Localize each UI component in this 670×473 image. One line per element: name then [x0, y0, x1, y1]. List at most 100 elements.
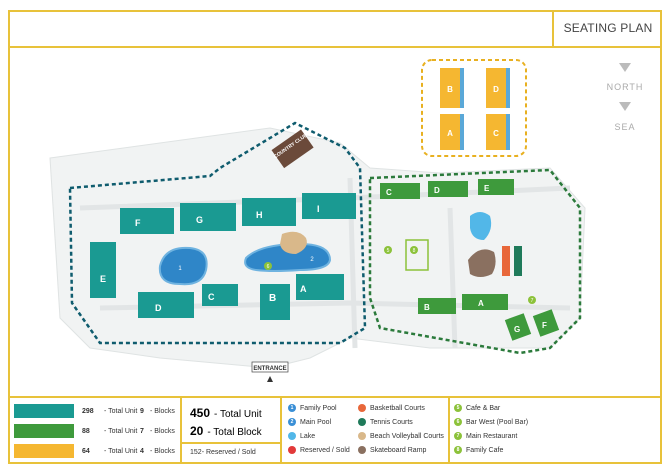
teal-block-h[interactable]: [242, 198, 296, 226]
reserved-count: 152- Reserved / Sold: [190, 449, 256, 456]
yellow-block-d-label: D: [493, 85, 499, 94]
teal-block-h-label: H: [256, 210, 263, 220]
main-restaurant-icon: 7: [454, 432, 462, 440]
reserved-value: 152: [190, 449, 202, 456]
teal-block-e[interactable]: [90, 242, 116, 298]
sea-label: SEA: [614, 122, 635, 132]
teal-block-a[interactable]: [296, 274, 344, 300]
yellow-block-d-accent: [506, 68, 510, 108]
yellow-block-a[interactable]: [440, 114, 460, 150]
sea-arrow-icon: [619, 102, 631, 111]
green-block-b[interactable]: [418, 298, 456, 314]
green-block-c[interactable]: [380, 183, 420, 199]
marker-5[interactable]: [384, 246, 392, 254]
amenities-divider: [448, 398, 450, 464]
yellow-blocks: B D A C: [440, 68, 510, 150]
legend-row-yellow: 64 - Total Unit 4 - Blocks: [14, 444, 175, 458]
family-pool-text: Family Pool: [300, 404, 337, 412]
teal-units-label: - Total Unit: [104, 407, 138, 415]
total-units: 450- Total Unit: [190, 406, 262, 420]
teal-zone-outline: [68, 121, 367, 345]
teal-block-c[interactable]: [202, 284, 238, 306]
yellow-block-d[interactable]: [486, 68, 506, 108]
green-block-a[interactable]: [462, 294, 508, 310]
site-map-svg: B D A C COUNTRY CLUB F: [49, 59, 642, 382]
bar-west-text: Bar West (Pool Bar): [466, 418, 529, 426]
teal-swatch: [14, 404, 74, 418]
green-units-label: - Total Unit: [104, 427, 138, 435]
marker-7-label: 7: [531, 298, 534, 304]
yellow-block-b[interactable]: [440, 68, 460, 108]
marker-7[interactable]: [528, 296, 536, 304]
site-map: B D A C COUNTRY CLUB F: [10, 48, 660, 396]
green-blocks-label: - Blocks: [150, 427, 175, 435]
legend-totals-col: 450- Total Unit 20- Total Block 152- Res…: [182, 398, 282, 464]
teal-block-g-label: G: [196, 215, 203, 225]
green-block-f[interactable]: [532, 309, 560, 337]
yellow-block-a-label: A: [447, 129, 453, 138]
basketball-icon: [358, 404, 366, 412]
legend-units-col: 298 - Total Unit 9 - Blocks 88 - Total U…: [8, 398, 182, 464]
header-bar: SEATING PLAN: [8, 10, 662, 48]
green-block-a-label: A: [478, 299, 484, 308]
teal-block-f[interactable]: [120, 208, 174, 234]
green-block-g[interactable]: [504, 313, 532, 341]
teal-block-b[interactable]: [260, 284, 290, 320]
family-pool[interactable]: [158, 246, 208, 286]
marker-8[interactable]: [410, 246, 418, 254]
tennis-text: Tennis Courts: [370, 418, 413, 426]
skateboard-ramp[interactable]: [468, 249, 496, 277]
marker-8-label: 8: [413, 248, 416, 254]
cafe-bar-text: Cafe & Bar: [466, 404, 501, 412]
amenity-volleyball: Beach Volleyball Courts: [358, 432, 444, 440]
lake-text: Lake: [300, 432, 316, 440]
teal-block-i[interactable]: [302, 193, 356, 219]
main-pool-text: Main Pool: [300, 418, 332, 426]
amenity-tennis: Tennis Courts: [358, 418, 413, 426]
green-swatch: [14, 424, 74, 438]
green-block-e[interactable]: [478, 179, 514, 195]
marker-5-label: 5: [387, 248, 390, 254]
yellow-blocks-label: - Blocks: [150, 447, 175, 455]
yellow-block-c-label: C: [493, 129, 499, 138]
total-units-value: 450: [190, 406, 211, 420]
amenity-main-pool: 2 Main Pool: [288, 418, 331, 426]
teal-block-b-label: B: [269, 293, 276, 304]
amenity-lake: Lake: [288, 432, 315, 440]
amenity-markers: 6 5 8 7: [264, 246, 536, 304]
lake[interactable]: [470, 212, 492, 240]
teal-block-d[interactable]: [138, 292, 194, 318]
legend-row-green: 88 - Total Unit 7 - Blocks: [14, 424, 175, 438]
teal-block-e-label: E: [100, 274, 106, 284]
green-zone-outline: [368, 168, 582, 355]
green-blocks: C D E B A G F: [380, 179, 560, 341]
north-arrow-icon: [619, 63, 631, 72]
teal-blocks: F G H I E D C B A: [90, 193, 356, 320]
yellow-swatch: [14, 444, 74, 458]
basketball-text: Basketball Courts: [370, 404, 425, 412]
amenity-skateboard: Skateboard Ramp: [358, 446, 426, 454]
yellow-block-c-accent: [506, 114, 510, 150]
marker-6[interactable]: [264, 262, 272, 270]
main-pool-icon: 2: [288, 418, 296, 426]
yellow-block-a-accent: [460, 114, 464, 150]
page-title: SEATING PLAN: [552, 10, 662, 46]
entrance-label: ENTRANCE: [253, 366, 286, 372]
green-block-d[interactable]: [428, 181, 468, 197]
yellow-blocks-count: 4: [140, 447, 144, 455]
totals-divider: [182, 442, 280, 444]
football-field: [405, 239, 429, 271]
yellow-block-c[interactable]: [486, 114, 506, 150]
legend-row-teal: 298 - Total Unit 9 - Blocks: [14, 404, 175, 418]
teal-block-g[interactable]: [180, 203, 236, 231]
basketball-court[interactable]: [502, 246, 510, 276]
tennis-court[interactable]: [514, 246, 522, 276]
yellow-zone-outline: [421, 59, 527, 157]
total-blocks: 20- Total Block: [190, 424, 262, 438]
lake-icon: [288, 432, 296, 440]
